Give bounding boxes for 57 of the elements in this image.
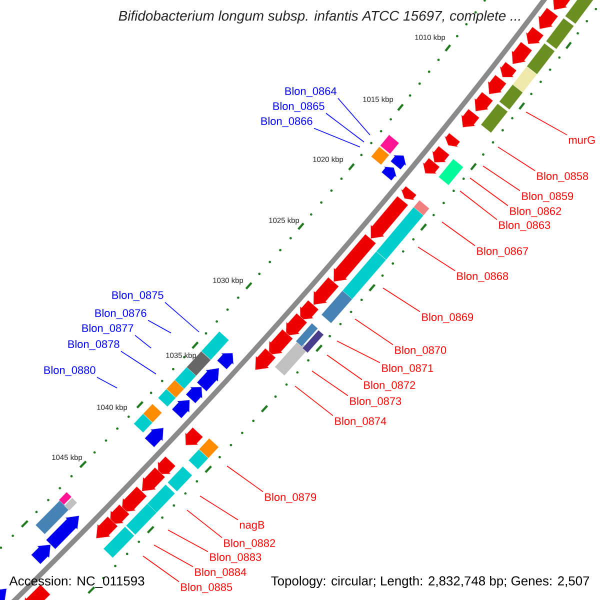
- leader-line: [460, 190, 498, 220]
- leader-line: [314, 128, 360, 148]
- gene-label: Blon_0871: [382, 364, 434, 374]
- gene-label: Blon_0880: [44, 366, 96, 376]
- leader-line: [96, 376, 118, 388]
- gene-label: Blon_0869: [422, 312, 474, 324]
- leader-line: [154, 544, 194, 568]
- leader-line: [470, 178, 508, 206]
- gene-label: Blon_0877: [82, 324, 134, 334]
- gene-label: Blon_0865: [273, 102, 324, 112]
- gene-label: Blon_0882: [224, 538, 276, 550]
- gene-label: Blon_0868: [457, 272, 508, 282]
- gene-label: nagB: [240, 521, 264, 531]
- gene-label: Blon_0859: [522, 192, 574, 202]
- gene-label: Blon_0876: [95, 308, 146, 320]
- leader-line: [168, 530, 208, 552]
- leader-line: [294, 386, 334, 416]
- gene-label: Blon_0875: [112, 290, 164, 302]
- title: Bifidobacterium longum subsp. infantis ATCC 15697, complete ...: [118, 10, 520, 24]
- leader-line: [142, 556, 180, 582]
- leader-line: [382, 288, 420, 312]
- gene-label: Blon_0879: [265, 492, 316, 504]
- leader-line: [134, 334, 152, 348]
- leader-line: [418, 246, 456, 272]
- accession-text: Accession: NC_011593: [9, 576, 144, 588]
- leader-line: [226, 466, 264, 492]
- leader-line: [326, 112, 364, 142]
- leader-line: [200, 496, 238, 520]
- gene-label: Blon_0870: [395, 346, 446, 356]
- leader-line: [186, 510, 222, 538]
- leader-line: [442, 222, 476, 246]
- gene-label: Blon_0867: [477, 246, 528, 258]
- gene-label: Blon_0864: [285, 86, 336, 98]
- gene-label: Blon_0866: [261, 116, 312, 128]
- genome-info-text: Topology: circular; Length: 2,832,748 bp; Genes: 2,507: [271, 576, 590, 588]
- leader-line: [498, 146, 536, 172]
- gene-label: Blon_0878: [68, 340, 120, 350]
- leader-line: [526, 112, 568, 136]
- leader-line: [354, 318, 394, 346]
- leader-line: [336, 340, 380, 364]
- gene-label: Blon_0885: [181, 582, 232, 594]
- gene-label: Blon_0858: [537, 172, 588, 182]
- leader-line: [326, 354, 362, 380]
- gene-label: Blon_0872: [364, 380, 416, 392]
- gene-label: murG: [568, 136, 595, 144]
- leader-line: [338, 98, 370, 136]
- gene-label: Blon_0874: [335, 416, 386, 428]
- leader-line: [120, 350, 156, 374]
- gene-label: Blon_0873: [350, 396, 402, 408]
- leader-line: [164, 302, 200, 332]
- gene-label: Blon_0862: [510, 206, 562, 218]
- gene-label: Blon_0883: [210, 552, 262, 564]
- leader-line: [148, 320, 172, 334]
- leader-line: [312, 370, 348, 396]
- leader-line: [482, 166, 520, 192]
- gene-label: Blon_0884: [195, 568, 246, 578]
- gene-label: Blon_0863: [499, 220, 550, 232]
